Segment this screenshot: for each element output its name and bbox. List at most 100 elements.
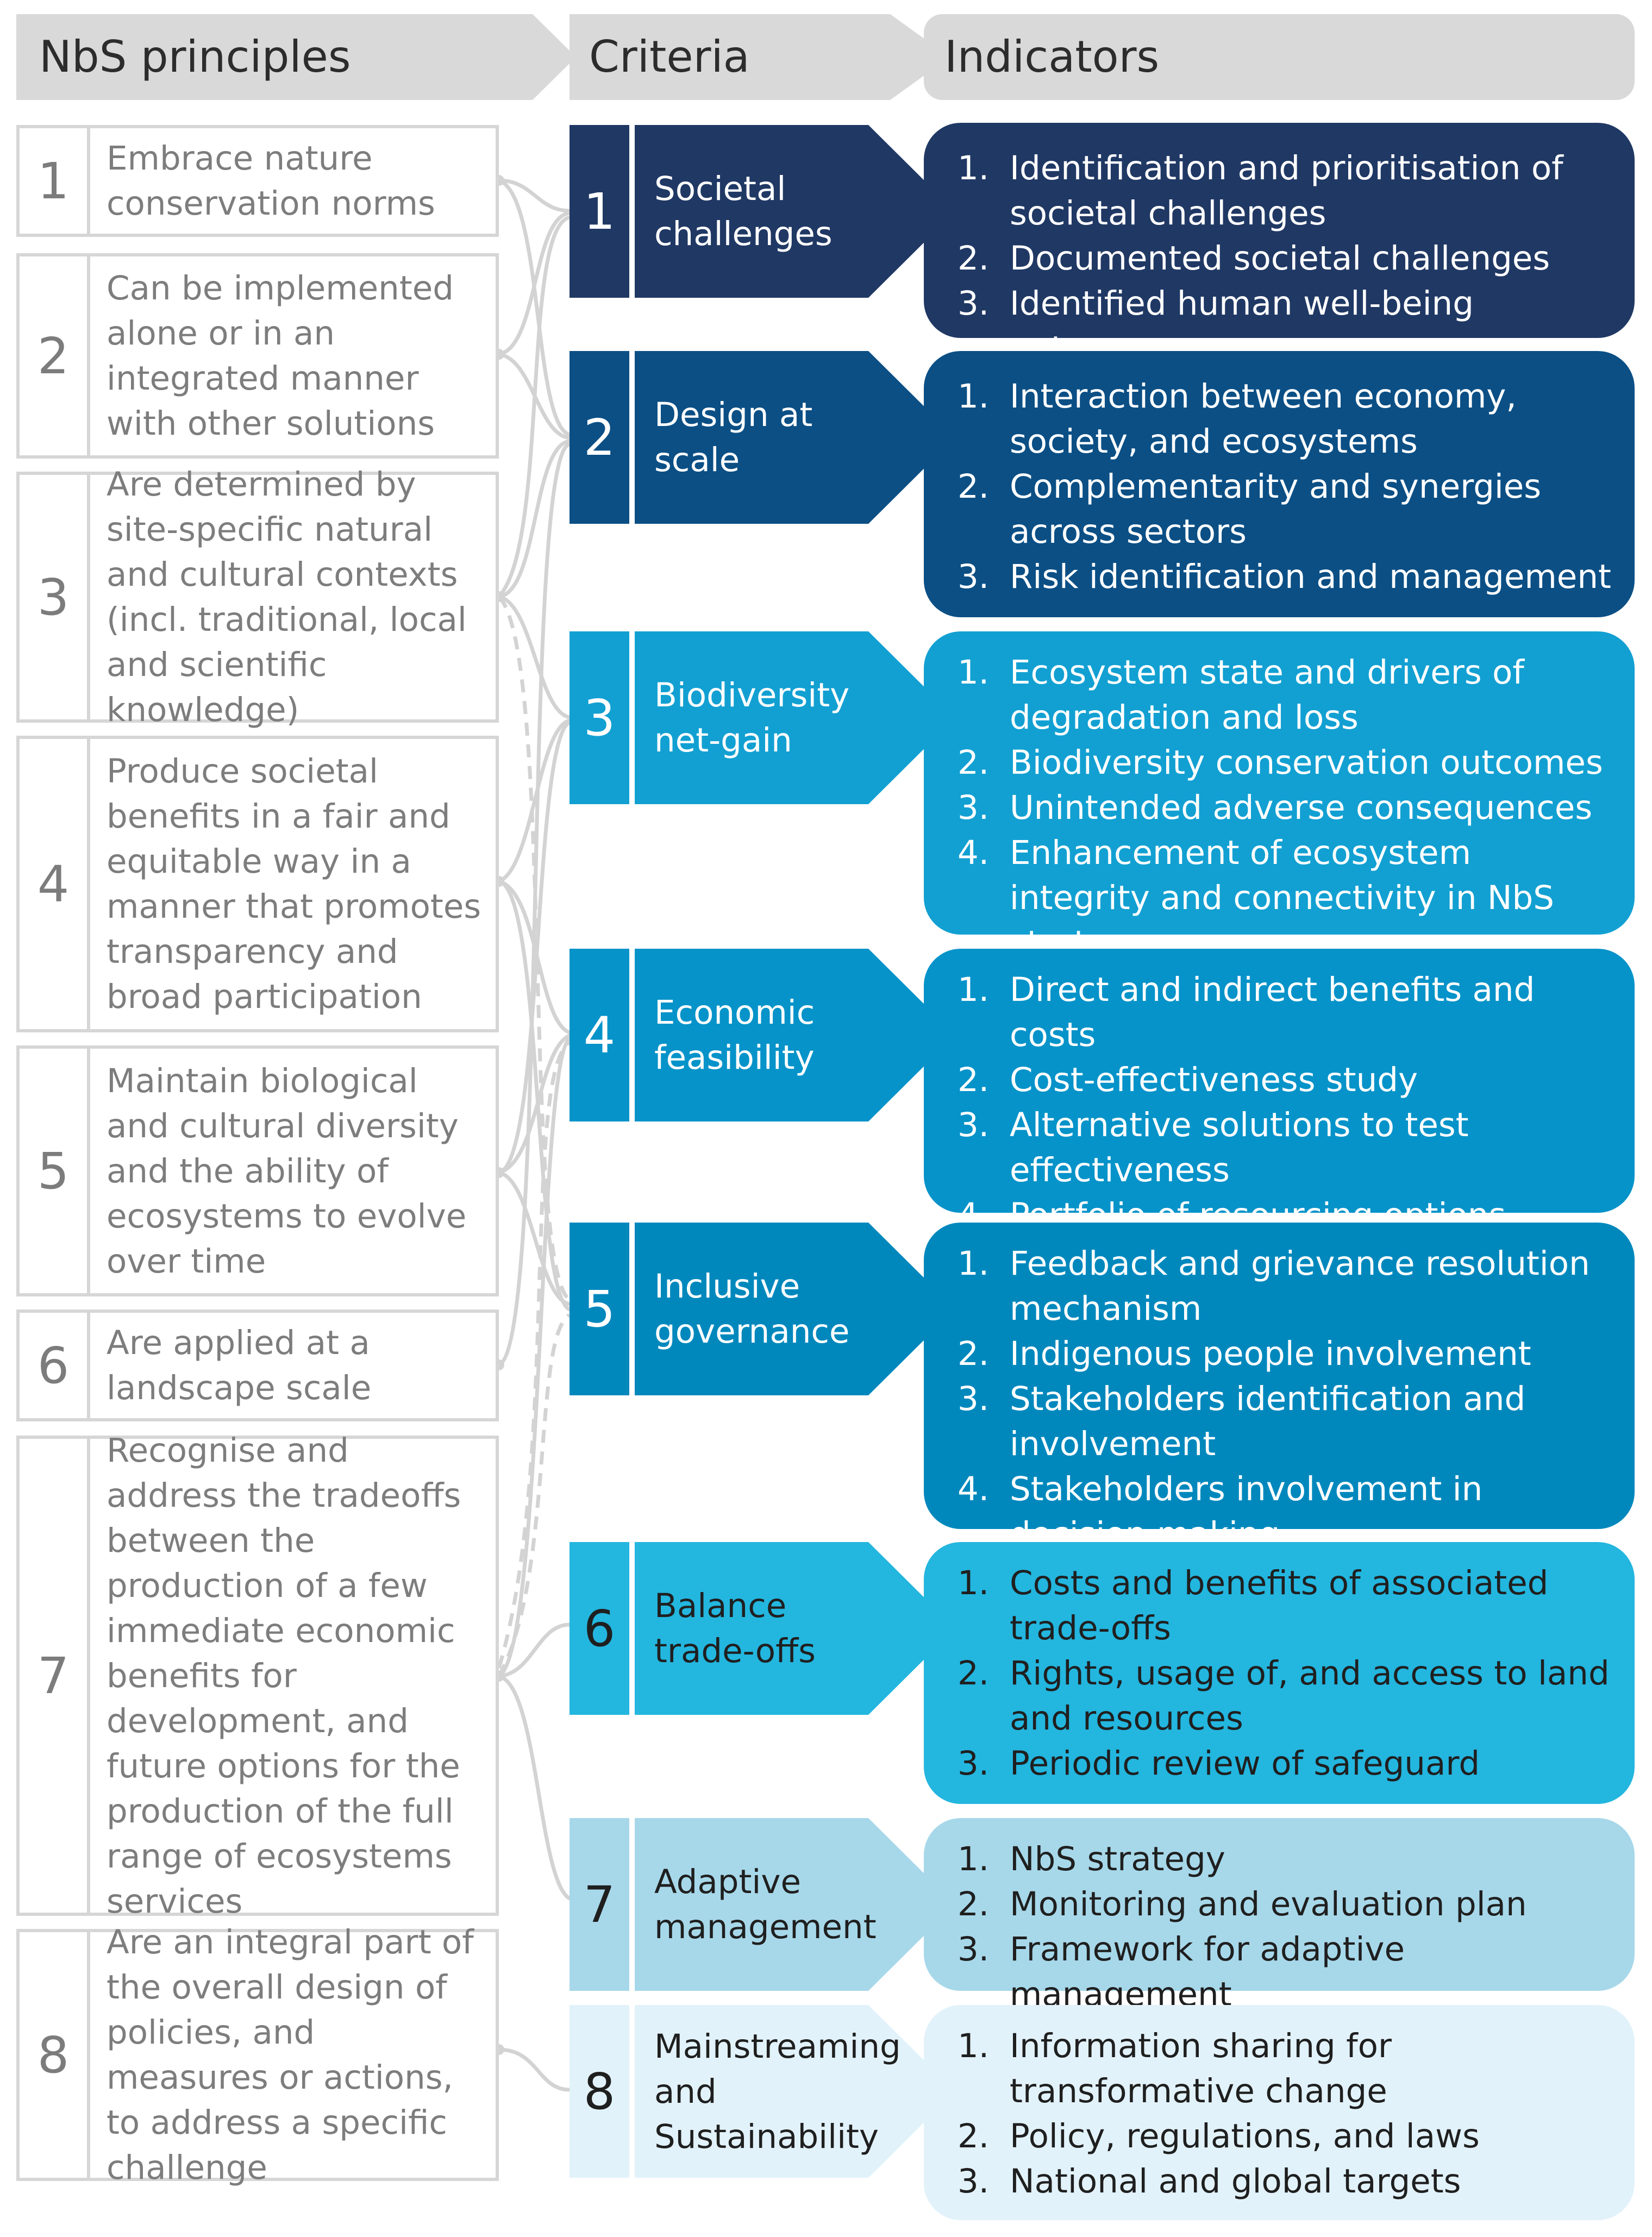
header-criteria: Criteria — [570, 14, 950, 100]
criterion-number: 6 — [583, 1599, 616, 1658]
indicators-2: 1.Interaction between economy, society, … — [924, 351, 1635, 617]
principle-6: 6 Are applied at a landscape scale — [16, 1309, 499, 1421]
principle-4: 4 Produce societal benefits in a fair an… — [16, 736, 499, 1032]
indicator-item: 1.Interaction between economy, society, … — [958, 377, 1517, 461]
principle-text: Recognise and address the tradeoffs betw… — [107, 1431, 461, 1921]
principle-7: 7 Recognise and address the tradeoffs be… — [16, 1431, 499, 1921]
indicator-item: 3.Stakeholders identification and involv… — [958, 1380, 1526, 1463]
header-principles: NbS principles — [16, 14, 576, 100]
header-criteria-label: Criteria — [589, 32, 750, 82]
criterion-arrow-shape — [570, 631, 955, 804]
connector-p5-c4 — [497, 1033, 572, 1175]
connector-p5-c5 — [497, 1170, 572, 1306]
criterion-label: Biodiversity net-gain — [654, 676, 850, 760]
indicator-item: 4.Stakeholders involvement in decision m… — [958, 1470, 1483, 1529]
indicator-item: 1.Costs and benefits of associated trade… — [958, 1564, 1549, 1647]
criterion-arrow-shape — [570, 1818, 955, 1991]
principle-number: 8 — [20, 1932, 90, 2178]
principle-text: Are determined by site-specific natural … — [107, 465, 467, 729]
criterion-label: Mainstreaming and Sustainability — [654, 2027, 901, 2156]
principle-number: 2 — [20, 256, 90, 455]
criterion-label: Design at scale — [654, 396, 813, 479]
indicator-item: 1.Identification and prioritisation of s… — [958, 149, 1563, 233]
criterion-3: 3 Biodiversity net-gain — [570, 631, 961, 804]
criterion-arrow-shape — [570, 949, 955, 1121]
header-indicators: Indicators — [924, 14, 1635, 100]
principle-number: 4 — [20, 739, 90, 1029]
criterion-2: 2 Design at scale — [570, 351, 961, 524]
criterion-label: Balance trade-offs — [654, 1587, 816, 1670]
principle-number: 6 — [20, 1313, 90, 1418]
indicator-item: 3.Alternative solutions to test effectiv… — [958, 1106, 1469, 1189]
indicator-item: 1.Feedback and grievance resolution mech… — [958, 1244, 1590, 1328]
indicator-item: 3.Risk identification and management — [958, 557, 1611, 596]
indicators-6: 1.Costs and benefits of associated trade… — [924, 1542, 1635, 1804]
connector-p4-c5 — [497, 879, 572, 1312]
criterion-label: Economic feasibility — [654, 993, 815, 1077]
indicator-item: 2.Policy, regulations, and laws — [958, 2117, 1480, 2155]
connector-dashed-p7-c5 — [497, 1313, 571, 1677]
principle-text: Embrace nature conservation norms — [107, 139, 435, 223]
criterion-arrow-shape — [570, 2005, 955, 2178]
connector-p3-c1 — [497, 215, 572, 599]
principle-2: 2 Can be implemented alone or in an inte… — [16, 253, 499, 459]
connector-p4-c3 — [497, 718, 572, 883]
connector-p7-c7 — [497, 1674, 572, 1901]
criterion-4: 4 Economic feasibility — [570, 949, 961, 1121]
principle-8: 8 Are an integral part of the overall de… — [16, 1923, 499, 2187]
header-principles-label: NbS principles — [39, 32, 351, 82]
indicator-item: 2.Complementarity and synergies across s… — [958, 467, 1542, 551]
indicators-5: 1.Feedback and grievance resolution mech… — [924, 1223, 1635, 1529]
indicators-7: 1.NbS strategy 2.Monitoring and evaluati… — [924, 1818, 1635, 2014]
criterion-5: 5 Inclusive governance — [570, 1223, 961, 1395]
criterion-label: Societal challenges — [654, 170, 833, 253]
indicator-item: 3.Periodic review of safeguard — [958, 1744, 1480, 1783]
connector-p1-c2 — [497, 178, 572, 437]
header-arrow-shape — [570, 14, 950, 100]
connector-p7-c6 — [497, 1622, 572, 1678]
principle-number: 3 — [20, 475, 90, 719]
indicator-item: 2.Biodiversity conservation outcomes — [958, 743, 1603, 782]
indicator-item: 2.Indigenous people involvement — [958, 1334, 1531, 1373]
principle-number: 5 — [20, 1049, 90, 1293]
principle-text: Maintain biological and cultural diversi… — [107, 1061, 467, 1281]
criterion-arrow-shape — [570, 351, 955, 524]
indicator-item: 2.Cost-effectiveness study — [958, 1061, 1418, 1099]
criterion-7: 7 Adaptive management — [570, 1818, 961, 1991]
criterion-arrow-shape — [570, 125, 955, 298]
criterion-8: 8 Mainstreaming and Sustainability — [570, 2005, 961, 2178]
criterion-arrow-shape — [570, 1223, 955, 1395]
criterion-number: 1 — [583, 182, 616, 241]
principle-5: 5 Maintain biological and cultural diver… — [16, 1045, 499, 1296]
principle-number: 7 — [20, 1439, 90, 1913]
indicators-3: 1.Ecosystem state and drivers of degrada… — [924, 631, 1635, 962]
connector-p1-c1 — [497, 178, 572, 213]
principle-number: 1 — [20, 128, 90, 234]
principle-1: 1 Embrace nature conservation norms — [16, 125, 499, 237]
criterion-number: 2 — [583, 408, 616, 467]
indicators-8: 1.Information sharing for transformative… — [924, 2005, 1635, 2220]
connector-p3-c3 — [497, 594, 572, 719]
indicator-item: 4.Enhancement of ecosystem integrity and… — [958, 834, 1555, 962]
header-indicators-label: Indicators — [944, 32, 1160, 82]
indicator-item: 1.NbS strategy — [958, 1840, 1225, 1878]
criterion-label: Inclusive governance — [654, 1267, 850, 1351]
criterion-number: 4 — [583, 1006, 616, 1064]
criterion-label: Adaptive management — [654, 1863, 877, 1946]
criterion-number: 7 — [583, 1875, 616, 1934]
principle-text: Can be implemented alone or in an integr… — [107, 269, 454, 443]
criterion-number: 5 — [583, 1280, 616, 1338]
indicator-item: 1.Information sharing for transformative… — [958, 2027, 1392, 2110]
criterion-6: 6 Balance trade-offs — [570, 1542, 961, 1715]
indicator-item: 2.Rights, usage of, and access to land a… — [958, 1654, 1610, 1738]
connector-p7-c4 — [497, 1037, 572, 1678]
principle-text: Are an integral part of the overall desi… — [107, 1923, 474, 2187]
indicator-item: 2.Monitoring and evaluation plan — [958, 1885, 1527, 1923]
indicator-item: 3.National and global targets — [958, 2162, 1461, 2201]
indicators-1: 1.Identification and prioritisation of s… — [924, 123, 1635, 368]
connector-dashed-p7-c4 — [497, 1041, 571, 1669]
principle-text: Are applied at a landscape scale — [107, 1324, 372, 1407]
connector-dashed-p3-c5 — [497, 595, 571, 1301]
